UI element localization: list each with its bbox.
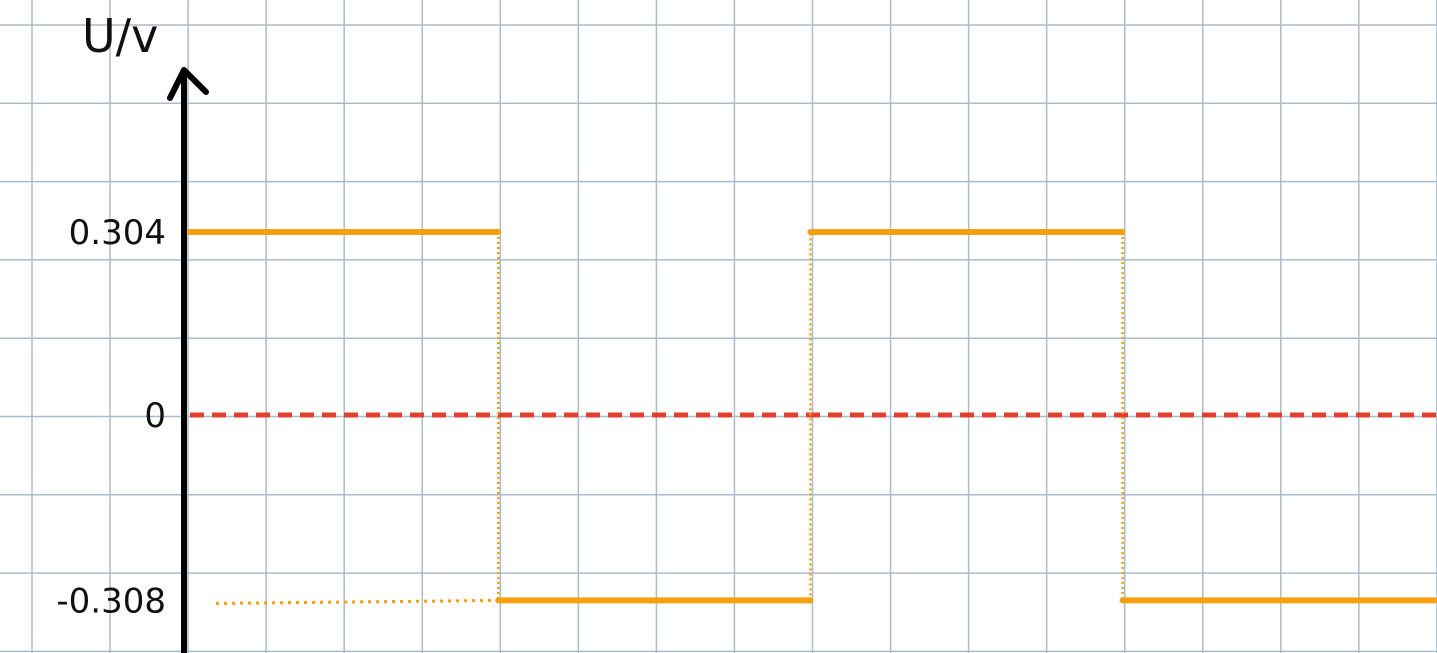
y-axis [167, 67, 209, 653]
y-tick-label: 0 [144, 396, 166, 436]
low-level-guide [215, 598, 499, 605]
y-axis-arrowhead [167, 67, 209, 101]
y-tick-label: 0.304 [69, 213, 166, 253]
y-axis-label: U/v [82, 9, 158, 63]
square-wave-series [183, 229, 1437, 605]
y-tick-labels: 0.304 0 -0.308 [56, 213, 166, 621]
y-tick-label: -0.308 [56, 581, 166, 621]
